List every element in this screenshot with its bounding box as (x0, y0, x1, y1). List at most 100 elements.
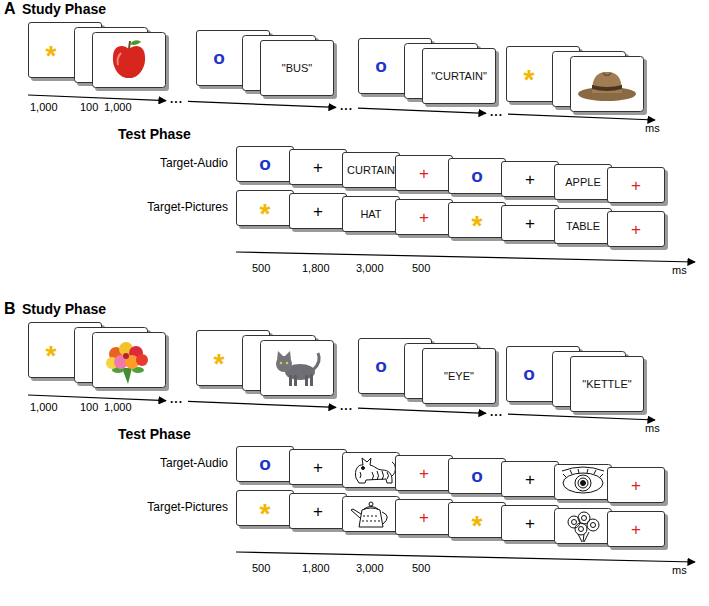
stimulus-text: * (472, 512, 483, 540)
stimulus-frame: HAT (342, 196, 400, 232)
stimulus-frame: + (289, 193, 347, 229)
ellipsis: ... (170, 393, 183, 407)
stimulus-text: o (375, 56, 387, 75)
stimulus-frame: * (236, 490, 294, 526)
stimulus-text: + (525, 515, 535, 532)
stimulus-frame: * (448, 202, 506, 238)
stimulus-text: o (471, 166, 483, 185)
phase-heading: Study Phase (22, 301, 106, 317)
phase-heading: Study Phase (22, 1, 106, 17)
duration-value: 500 (252, 262, 270, 275)
cat-drawing (355, 458, 395, 483)
stimulus-frame: + (501, 205, 559, 241)
ellipsis: ... (490, 106, 503, 120)
stimulus-text: o (375, 356, 387, 375)
stimulus-frame: "BUS" (260, 40, 334, 96)
stimulus-text: CURTAIN (347, 165, 395, 176)
stimulus-frame: + (501, 461, 559, 497)
timeline-arrow (236, 552, 695, 562)
stimulus-frame: TABLE (554, 208, 612, 244)
stimulus-frame: + (607, 511, 665, 547)
timeline-arrow (236, 252, 695, 262)
duration-value: 100 (80, 101, 98, 114)
stimulus-frame: "EYE" (422, 348, 496, 404)
time-unit: ms (645, 122, 660, 135)
stimulus-text: HAT (360, 209, 381, 220)
stimulus-text: + (631, 477, 641, 494)
stimulus-frame: o (236, 446, 294, 482)
picture-frame (92, 32, 169, 91)
stimulus-frame: + (395, 155, 453, 191)
duration-value: 1,000 (30, 101, 58, 114)
timeline-arrow (28, 95, 166, 101)
stimulus-text: + (631, 221, 641, 238)
duration-value: 1,800 (302, 562, 330, 575)
duration-value: 3,000 (356, 562, 384, 575)
duration-value: 1,000 (104, 101, 132, 114)
stimulus-text: + (313, 159, 323, 176)
stimulus-frame: "CURTAIN" (422, 48, 496, 104)
duration-value: 3,000 (356, 262, 384, 275)
stimulus-text: o (213, 48, 225, 67)
hat-image (578, 72, 636, 101)
time-unit: ms (672, 564, 687, 577)
stimulus-text: * (46, 42, 57, 70)
eye-drawing (562, 467, 604, 493)
stimulus-text: * (472, 212, 483, 240)
stimulus-frame: + (289, 449, 347, 485)
phase-heading: Test Phase (118, 426, 191, 442)
duration-value: 500 (252, 562, 270, 575)
timeline-arrow (358, 408, 486, 413)
ellipsis: ... (340, 400, 353, 414)
duration-value: 500 (412, 562, 430, 575)
picture-frame (554, 464, 615, 503)
stimulus-text: APPLE (565, 177, 600, 188)
cat-image (276, 351, 319, 386)
panel-letter: B (4, 300, 16, 318)
condition-label: Target-Pictures (147, 501, 228, 515)
stimulus-frame: + (289, 149, 347, 185)
stimulus-text: + (525, 171, 535, 188)
timeline-arrow (188, 101, 336, 107)
stimulus-frame: + (395, 499, 453, 535)
stimulus-frame: + (607, 467, 665, 503)
duration-value: 1,000 (30, 401, 58, 414)
stimulus-frame: o (448, 458, 506, 494)
stimulus-text: + (419, 165, 429, 182)
apple-image (113, 40, 145, 78)
picture-frame (92, 332, 169, 391)
stimulus-text: + (525, 471, 535, 488)
condition-label: Target-Pictures (147, 201, 228, 215)
stimulus-frame: APPLE (554, 164, 612, 200)
ellipsis: ... (340, 100, 353, 114)
stimulus-frame: * (236, 190, 294, 226)
time-unit: ms (645, 422, 660, 435)
stimulus-text: "CURTAIN" (431, 71, 487, 82)
stimulus-frame: CURTAIN (342, 152, 400, 188)
stimulus-text: + (313, 203, 323, 220)
picture-frame (342, 452, 403, 491)
stimulus-text: TABLE (566, 221, 600, 232)
stimulus-text: * (260, 500, 271, 528)
flowers-image (106, 342, 148, 384)
stimulus-text: o (523, 364, 535, 383)
timeline-arrow (28, 395, 166, 401)
stimulus-text: + (631, 521, 641, 538)
stimulus-frame: + (607, 211, 665, 247)
picture-frame (570, 56, 647, 115)
stimulus-text: "EYE" (444, 371, 474, 382)
panel-letter: A (4, 0, 16, 18)
stimulus-text: "KETTLE" (582, 379, 631, 390)
flowers-drawing (568, 512, 599, 542)
stimulus-frame: "KETTLE" (570, 356, 644, 412)
timeline-arrow (508, 414, 655, 420)
stimulus-text: + (419, 465, 429, 482)
stimulus-text: + (525, 215, 535, 232)
condition-label: Target-Audio (160, 157, 228, 171)
stimulus-frame: * (448, 502, 506, 538)
stimulus-frame: + (607, 167, 665, 203)
duration-value: 500 (412, 262, 430, 275)
duration-value: 1,000 (104, 401, 132, 414)
condition-label: Target-Audio (160, 457, 228, 471)
timeline-arrow (188, 401, 336, 407)
